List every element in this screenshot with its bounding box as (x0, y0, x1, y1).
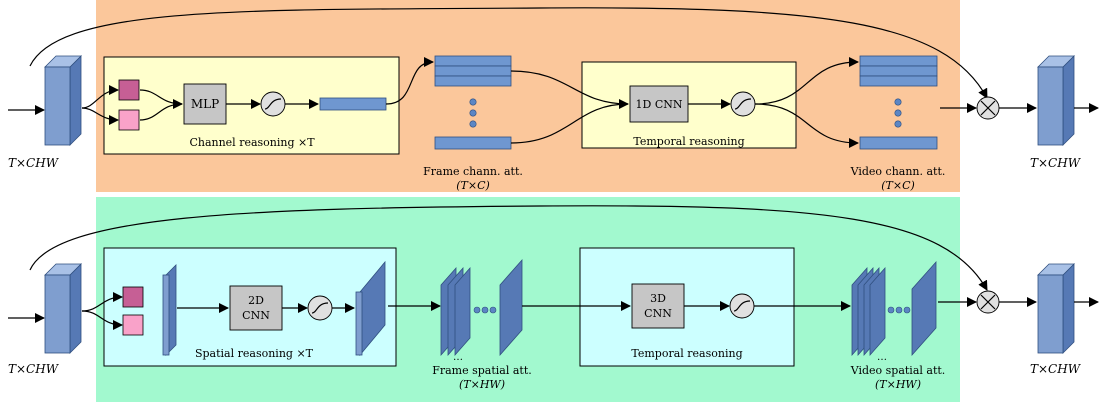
2d-cnn-label-line1: 2D (248, 294, 264, 307)
1d-cnn-label: 1D CNN (636, 98, 683, 111)
channel-multiply-icon (976, 96, 1000, 120)
channel-input-block (44, 55, 82, 146)
spatial-split-edge-lower (81, 310, 123, 330)
channel-split-edge-lower (81, 107, 119, 125)
frame-channel-att-bottom-bar (434, 136, 512, 150)
spatial-temporal-label: Temporal reasoning (631, 347, 742, 360)
channel-reasoning-label: Channel reasoning ×T (189, 136, 315, 149)
channel-output-label: T×CHW (1030, 156, 1082, 170)
video-channel-att-label: Video chann. att. (850, 165, 946, 178)
spatial-input-label: T×CHW (8, 362, 60, 376)
video-spatial-att-dim: (T×HW) (875, 378, 921, 391)
frame-att-bottom-to-1dcnn-edge (510, 103, 629, 144)
spatial-output-block (1037, 263, 1075, 354)
2d-cnn-box (229, 285, 283, 331)
spatial-concat-block (162, 264, 177, 356)
spatial-skip-arrow (29, 205, 988, 291)
sigmoid-to-video-att-bottom-edge (754, 103, 859, 148)
spatial-map-block (355, 260, 386, 357)
channel-sigmoid-icon (260, 91, 286, 117)
channel-input-label: T×CHW (8, 156, 60, 170)
channel-skip-arrow (29, 7, 988, 99)
frame-channel-att-dots (469, 98, 477, 128)
channel-vector-bar (319, 97, 387, 111)
spatial-temporal-sigmoid-icon (729, 293, 755, 319)
spatial-output-label: T×CHW (1030, 362, 1082, 376)
video-spatial-att-stack (851, 266, 886, 357)
mlp-label: MLP (191, 97, 219, 111)
channel-to-frame-att-edge (385, 57, 434, 105)
channel-temporal-label: Temporal reasoning (633, 135, 744, 148)
3d-cnn-label-line2: CNN (644, 307, 672, 320)
frame-spatial-att-dim: (T×HW) (459, 378, 505, 391)
video-channel-att-bottom-bar (859, 136, 938, 150)
frame-channel-att-label: Frame chann. att. (423, 165, 523, 178)
mlp-box (183, 83, 227, 125)
1d-cnn-box (629, 85, 689, 123)
channel-merge-edge-upper (139, 89, 183, 109)
channel-magenta-square (118, 79, 140, 101)
video-spatial-att-dots (887, 306, 911, 314)
sigmoid-to-video-att-top-edge (754, 57, 859, 105)
2d-cnn-label-line2: CNN (242, 309, 270, 322)
video-spatial-att-label: Video spatial att. (850, 364, 946, 377)
frame-spatial-att-label: Frame spatial att. (432, 364, 532, 377)
channel-pink-square (118, 109, 140, 131)
channel-output-block (1037, 55, 1075, 146)
spatial-split-edge-upper (81, 292, 123, 312)
spatial-input-block (44, 263, 82, 354)
spatial-pink-square (122, 314, 144, 336)
video-channel-att-dots (894, 98, 902, 128)
channel-temporal-sigmoid-icon (730, 91, 756, 117)
frame-att-top-to-1dcnn-edge (510, 70, 629, 109)
frame-channel-att-top-stack (434, 55, 512, 87)
spatial-sigmoid-icon (307, 295, 333, 321)
spatial-reasoning-label: Spatial reasoning ×T (195, 347, 314, 360)
spatial-multiply-icon (976, 290, 1000, 314)
video-channel-att-top-stack (859, 55, 938, 87)
frame-spatial-att-stack (440, 266, 471, 357)
spatial-magenta-square (122, 286, 144, 308)
3d-cnn-box (631, 283, 685, 329)
video-spatial-att-ellipsis: … (877, 352, 887, 363)
spatial-temporal-box (579, 247, 795, 367)
3d-cnn-label-line1: 3D (650, 292, 666, 305)
frame-spatial-att-last-map (499, 258, 523, 357)
channel-merge-edge-lower (139, 103, 183, 121)
frame-spatial-att-ellipsis: … (453, 352, 463, 363)
video-channel-att-dim: (T×C) (881, 179, 915, 192)
channel-split-edge-upper (81, 85, 119, 109)
video-spatial-att-last-map (911, 260, 937, 357)
frame-channel-att-dim: (T×C) (456, 179, 490, 192)
frame-spatial-att-dots (473, 306, 497, 314)
